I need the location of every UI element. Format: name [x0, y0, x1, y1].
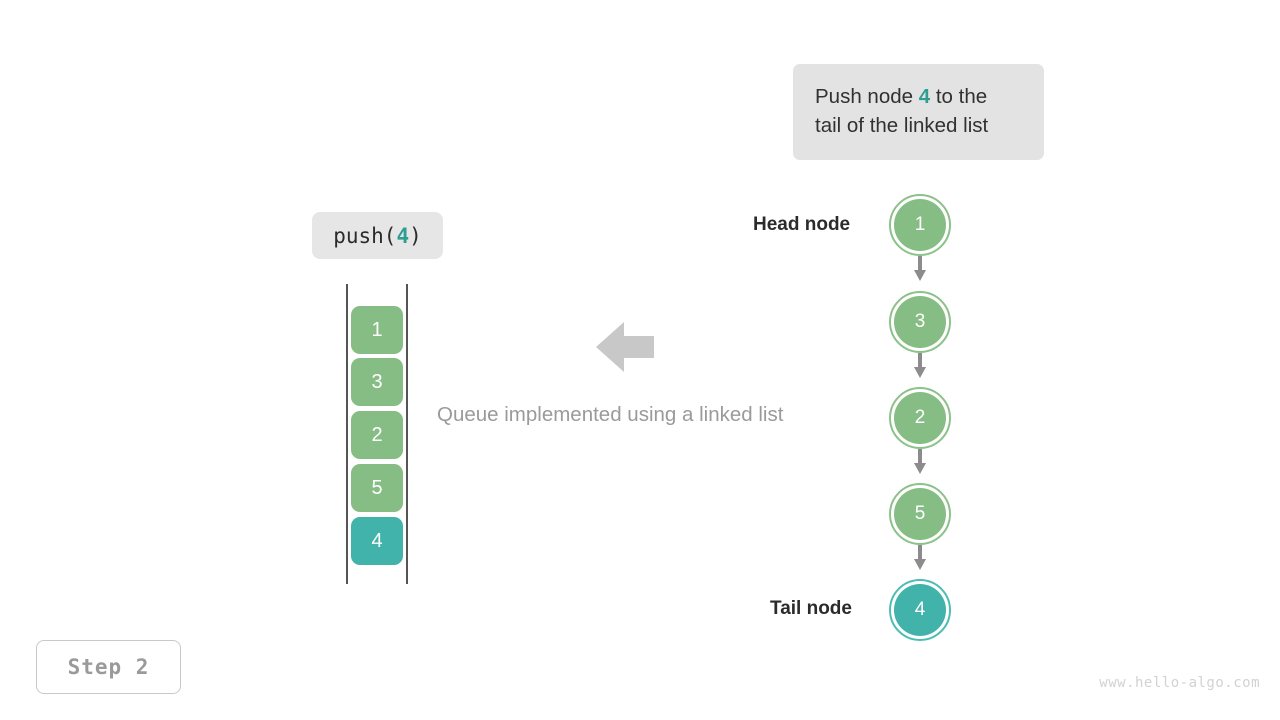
node-value: 1	[894, 199, 946, 251]
linked-list: 1 3 2 5 4	[880, 186, 960, 646]
linked-list-node: 3	[889, 291, 951, 353]
operation-label-suffix: )	[409, 223, 422, 248]
info-text-value: 4	[918, 85, 931, 108]
head-node-label: Head node	[753, 214, 851, 235]
link-arrow-icon	[914, 545, 926, 571]
queue-cell: 2	[351, 411, 403, 459]
info-callout-line-1: Push node 4 to the	[815, 82, 1022, 111]
queue-cell: 3	[351, 358, 403, 406]
diagram-caption: Queue implemented using a linked list	[437, 403, 784, 426]
info-text-prefix: Push node	[815, 85, 919, 108]
link-arrow-icon	[914, 256, 926, 282]
linked-list-node-highlighted: 4	[889, 579, 951, 641]
queue-cell-value: 5	[371, 476, 383, 499]
node-value: 3	[894, 296, 946, 348]
queue-cell-highlighted: 4	[351, 517, 403, 565]
info-text-suffix: to the	[930, 85, 988, 108]
info-callout-box: Push node 4 to the tail of the linked li…	[793, 64, 1044, 160]
link-arrow-icon	[914, 353, 926, 379]
linked-list-node: 2	[889, 387, 951, 449]
queue-cell-value: 2	[371, 423, 383, 446]
left-arrow-icon	[596, 320, 654, 374]
link-arrow-icon	[914, 449, 926, 475]
tail-node-label: Tail node	[770, 598, 852, 619]
queue-cell-value: 4	[371, 529, 383, 552]
queue-cell: 1	[351, 306, 403, 354]
operation-label-value: 4	[396, 223, 410, 248]
queue-rail-left	[346, 284, 348, 584]
queue-cell: 5	[351, 464, 403, 512]
queue-column: 1 3 2 5 4	[346, 284, 408, 584]
queue-rail-right	[406, 284, 408, 584]
linked-list-node: 5	[889, 483, 951, 545]
step-badge: Step 2	[36, 640, 181, 694]
queue-cell-value: 1	[371, 318, 383, 341]
watermark: www.hello-algo.com	[1099, 675, 1260, 691]
info-callout-line-2: tail of the linked list	[815, 114, 989, 137]
node-value: 2	[894, 392, 946, 444]
operation-label-prefix: push(	[333, 223, 397, 248]
linked-list-node: 1	[889, 194, 951, 256]
node-value: 4	[894, 584, 946, 636]
node-value: 5	[894, 488, 946, 540]
queue-cell-value: 3	[371, 370, 383, 393]
operation-label: push(4)	[312, 212, 443, 259]
